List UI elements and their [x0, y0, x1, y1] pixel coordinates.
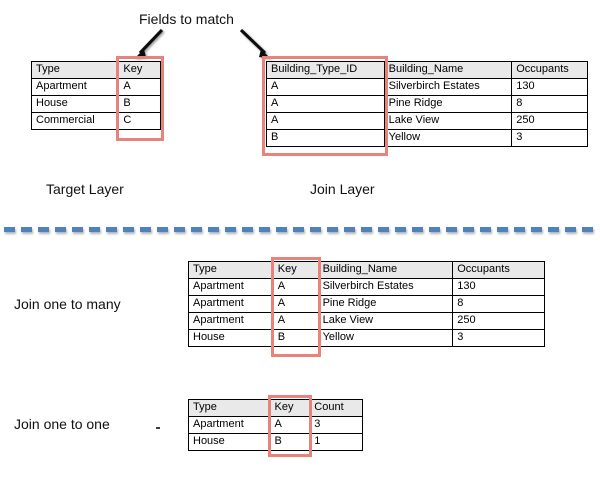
section-divider	[4, 227, 596, 232]
column-header-key: Key	[269, 399, 311, 417]
table-row: Apartment A	[30, 78, 161, 96]
column-header-building-name: Building_Name	[383, 61, 513, 79]
cell-count: 1	[309, 433, 363, 451]
arrow-to-target-key-icon	[134, 28, 164, 59]
cell-building-name: Lake View	[383, 112, 513, 130]
cell-type: House	[188, 433, 271, 451]
table-row: A Silverbirch Estates 130	[266, 78, 588, 96]
table-row: Apartment A Silverbirch Estates 130	[188, 278, 545, 296]
cell-key: A	[118, 78, 161, 96]
column-header-occupants: Occupants	[511, 61, 588, 79]
cell-occupants: 3	[511, 129, 588, 147]
cell-building-type-id: A	[266, 95, 385, 113]
column-header-type: Type	[188, 399, 271, 417]
cell-key: A	[269, 416, 311, 434]
fields-to-match-label: Fields to match	[139, 11, 234, 27]
join-layer-table: Building_Type_ID Building_Name Occupants…	[266, 61, 588, 147]
cell-count: 3	[309, 416, 363, 434]
cell-occupants: 250	[511, 112, 588, 130]
column-header-type: Type	[188, 261, 274, 279]
table-row: Apartment A Pine Ridge 8	[188, 295, 545, 313]
cell-key: C	[118, 112, 161, 130]
join-one-to-many-label: Join one to many	[14, 296, 121, 312]
column-header-building-type-id: Building_Type_ID	[266, 61, 385, 79]
cell-key: B	[118, 95, 161, 113]
table-row: B Yellow 3	[266, 129, 588, 147]
table-header-row: Type Key Building_Name Occupants	[188, 261, 545, 279]
cell-building-name: Pine Ridge	[317, 295, 454, 313]
cell-key: A	[272, 278, 319, 296]
cell-building-name: Lake View	[317, 312, 454, 330]
cell-occupants: 3	[452, 329, 545, 347]
cell-key: A	[272, 295, 319, 313]
join-one-to-many-table: Type Key Building_Name Occupants Apartme…	[188, 261, 545, 347]
cell-type: Apartment	[188, 416, 271, 434]
table-row: House B Yellow 3	[188, 329, 545, 347]
column-header-count: Count	[309, 399, 363, 417]
cell-building-name: Silverbirch Estates	[383, 78, 513, 96]
cell-occupants: 130	[452, 278, 545, 296]
cell-type: Apartment	[30, 78, 120, 96]
cell-building-type-id: A	[266, 78, 385, 96]
column-header-key: Key	[272, 261, 319, 279]
cell-occupants: 8	[452, 295, 545, 313]
cell-type: Apartment	[188, 312, 274, 330]
stray-dot-artifact	[156, 427, 160, 429]
target-layer-table: Type Key Apartment A House B Commercial …	[30, 61, 161, 130]
cell-occupants: 250	[452, 312, 545, 330]
join-one-to-one-table: Type Key Count Apartment A 3 House B 1	[188, 399, 363, 451]
table-header-row: Type Key Count	[188, 399, 363, 417]
table-header-row: Type Key	[30, 61, 161, 79]
arrow-to-join-key-icon	[239, 28, 271, 59]
column-header-type: Type	[30, 61, 120, 79]
column-header-occupants: Occupants	[452, 261, 545, 279]
target-layer-label: Target Layer	[46, 181, 124, 197]
table-header-row: Building_Type_ID Building_Name Occupants	[266, 61, 588, 79]
table-row: A Pine Ridge 8	[266, 95, 588, 113]
join-layer-label: Join Layer	[310, 181, 375, 197]
cell-type: House	[188, 329, 274, 347]
cell-type: Commercial	[30, 112, 120, 130]
cell-building-name: Yellow	[317, 329, 454, 347]
table-row: House B	[30, 95, 161, 113]
join-one-to-one-label: Join one to one	[14, 416, 110, 432]
column-header-building-name: Building_Name	[317, 261, 454, 279]
cell-building-name: Silverbirch Estates	[317, 278, 454, 296]
table-row: A Lake View 250	[266, 112, 588, 130]
table-row: Commercial C	[30, 112, 161, 130]
table-row: House B 1	[188, 433, 363, 451]
cell-type: Apartment	[188, 295, 274, 313]
column-header-key: Key	[118, 61, 161, 79]
table-row: Apartment A 3	[188, 416, 363, 434]
cell-occupants: 8	[511, 95, 588, 113]
cell-building-type-id: A	[266, 112, 385, 130]
cell-building-name: Yellow	[383, 129, 513, 147]
cell-key: B	[272, 329, 319, 347]
cell-key: A	[272, 312, 319, 330]
cell-occupants: 130	[511, 78, 588, 96]
cell-type: Apartment	[188, 278, 274, 296]
cell-key: B	[269, 433, 311, 451]
cell-building-type-id: B	[266, 129, 385, 147]
cell-building-name: Pine Ridge	[383, 95, 513, 113]
cell-type: House	[30, 95, 120, 113]
table-row: Apartment A Lake View 250	[188, 312, 545, 330]
